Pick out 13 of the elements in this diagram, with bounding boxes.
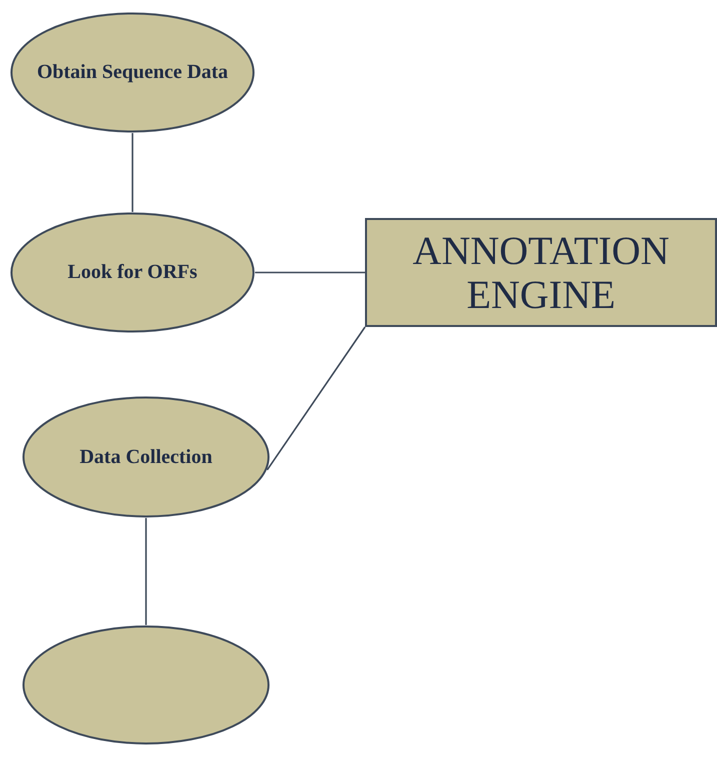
- process-box: [365, 218, 717, 327]
- node-label: Look for ORFs: [66, 260, 198, 285]
- connector-line: [132, 133, 134, 212]
- node-label: Data Collection: [78, 444, 214, 470]
- process-ellipse: [22, 396, 270, 518]
- node-label: Obtain Sequence Data: [36, 60, 230, 85]
- process-ellipse: [10, 12, 255, 133]
- connector-line: [266, 326, 366, 470]
- process-ellipse: [22, 625, 270, 745]
- connector-line: [255, 272, 365, 274]
- process-ellipse: [10, 212, 255, 333]
- node-label: ANNOTATION ENGINE: [412, 228, 670, 316]
- connector-line: [145, 518, 147, 625]
